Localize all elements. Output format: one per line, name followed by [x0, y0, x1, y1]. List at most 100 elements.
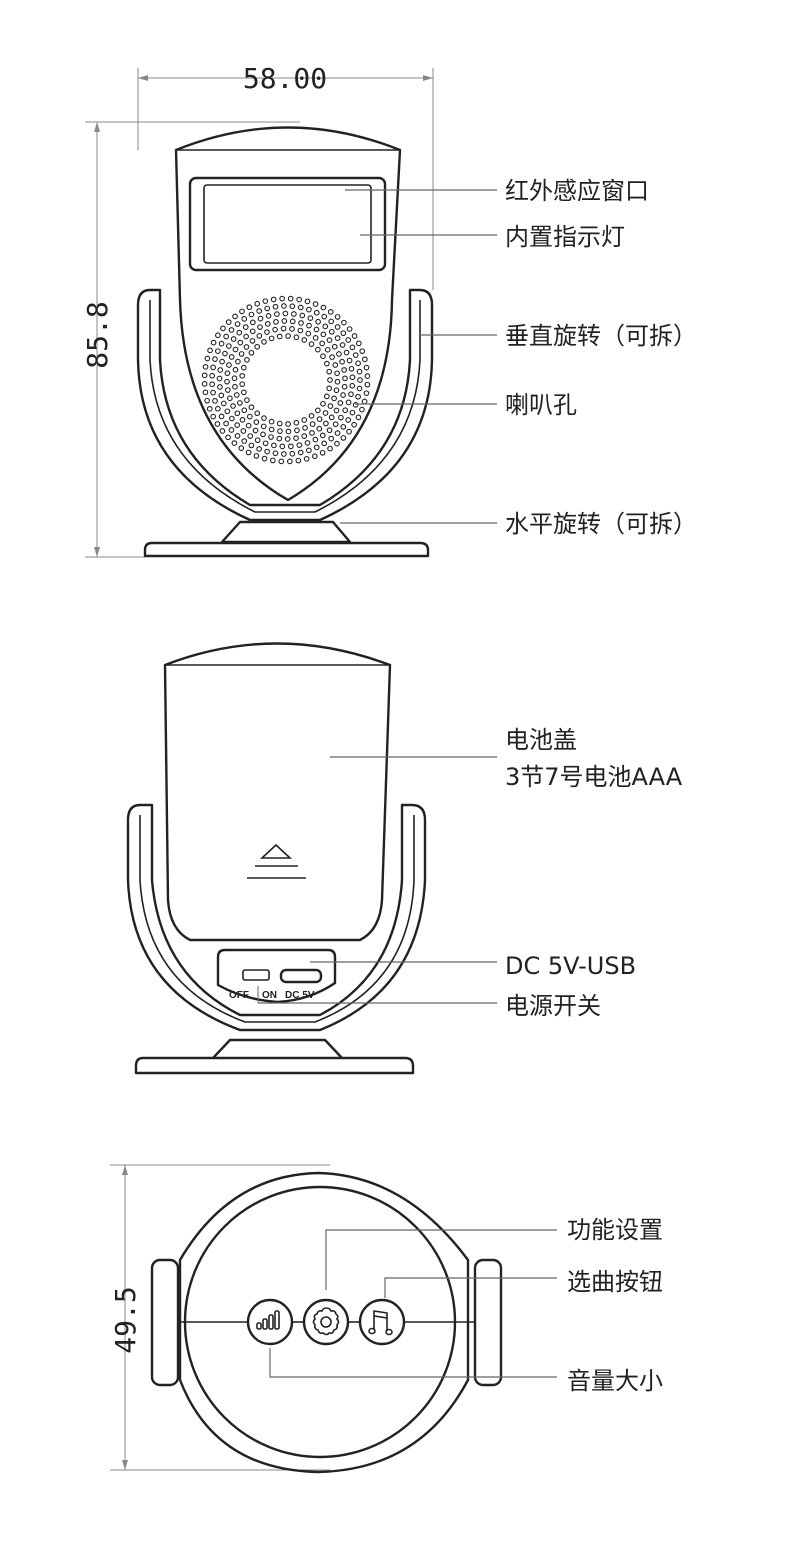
speaker-hole: [235, 358, 241, 365]
speaker-hole: [313, 444, 320, 451]
speaker-hole: [260, 431, 266, 438]
speaker-hole: [279, 295, 286, 302]
speaker-hole: [214, 348, 221, 355]
speaker-hole: [355, 414, 362, 421]
power-switch[interactable]: [242, 969, 270, 981]
speaker-hole: [248, 311, 255, 318]
speaker-hole: [234, 410, 241, 417]
speaker-hole: [261, 415, 267, 421]
speaker-hole: [240, 364, 247, 371]
speaker-hole: [326, 385, 333, 392]
speaker-hole: [218, 413, 225, 420]
speaker-hole: [228, 327, 235, 333]
speaker-hole: [337, 400, 344, 406]
speaker-hole: [227, 395, 233, 402]
back-base: [134, 1038, 415, 1075]
speaker-hole: [218, 340, 225, 347]
speaker-hole: [252, 427, 259, 434]
speaker-hole: [309, 430, 315, 436]
song-select-button[interactable]: [358, 1298, 406, 1346]
speaker-hole: [254, 343, 261, 350]
speaker-hole: [334, 324, 341, 330]
speaker-hole: [340, 330, 347, 337]
speaker-hole: [219, 428, 226, 434]
switch-panel: [216, 948, 337, 1004]
speaker-hole: [256, 308, 263, 314]
speaker-hole: [320, 400, 326, 407]
speaker-hole: [231, 375, 238, 382]
speaker-hole: [321, 313, 328, 320]
label-indicator-light: 内置指示灯: [505, 223, 625, 251]
usb-port: [279, 968, 323, 984]
speaker-hole: [327, 377, 333, 383]
speaker-hole: [328, 435, 335, 442]
speaker-hole: [320, 304, 327, 311]
speaker-hole: [276, 435, 283, 442]
speaker-hole: [262, 298, 269, 305]
speaker-hole: [210, 413, 217, 420]
music-note-icon: [373, 1310, 388, 1331]
speaker-hole: [334, 430, 341, 436]
speaker-hole: [270, 296, 277, 303]
speaker-hole: [323, 393, 330, 400]
speaker-hole: [313, 309, 320, 316]
speaker-hole: [224, 408, 231, 415]
speaker-hole: [228, 415, 235, 422]
speaker-hole: [289, 450, 296, 457]
label-vertical-rotation: 垂直旋转（可拆）: [505, 322, 697, 350]
speaker-hole: [334, 370, 340, 377]
speaker-hole: [245, 422, 252, 429]
speaker-hole: [269, 457, 276, 464]
speaker-hole: [312, 335, 319, 341]
volume-button[interactable]: [246, 1298, 294, 1346]
speaker-hole: [299, 312, 306, 319]
speaker-hole: [334, 378, 341, 385]
speaker-hole: [348, 391, 354, 398]
speaker-hole: [294, 427, 300, 434]
speaker-hole: [230, 336, 237, 342]
speaker-hole: [349, 382, 356, 389]
speaker-hole: [223, 420, 229, 427]
speaker-hole: [332, 362, 339, 368]
speaker-hole: [316, 416, 323, 422]
label-function-settings: 功能设置: [567, 1216, 663, 1244]
speaker-hole: [313, 326, 320, 333]
speaker-hole: [239, 308, 245, 315]
gear-icon: [312, 1307, 340, 1336]
speaker-hole: [339, 342, 346, 348]
speaker-hole: [342, 407, 349, 414]
front-body: [174, 126, 402, 502]
speaker-hole: [234, 321, 241, 327]
speaker-hole: [225, 387, 231, 393]
speaker-hole: [257, 315, 264, 322]
speaker-hole: [272, 450, 279, 457]
speaker-hole: [201, 372, 208, 379]
speaker-hole: [320, 331, 327, 338]
speaker-hole: [239, 417, 246, 423]
speaker-hole: [336, 351, 342, 357]
speaker-hole: [276, 333, 283, 340]
speaker-hole: [363, 364, 370, 371]
function-button[interactable]: [302, 1298, 350, 1346]
speaker-hole: [340, 424, 347, 430]
speaker-hole: [246, 413, 253, 420]
speaker-hole: [248, 442, 255, 449]
depth-dimension: 49.5: [109, 1164, 330, 1471]
speaker-hole: [364, 373, 371, 380]
speaker-hole: [308, 341, 315, 348]
speaker-hole: [268, 434, 274, 440]
speaker-hole: [231, 440, 238, 446]
speaker-hole: [226, 362, 232, 368]
speaker-hole: [254, 300, 261, 307]
speaker-hole: [356, 385, 363, 392]
speaker-hole: [326, 337, 333, 343]
speaker-hole: [331, 343, 338, 350]
speaker-hole: [276, 420, 283, 427]
speaker-hole: [327, 445, 333, 452]
speaker-hole: [314, 346, 321, 353]
width-dimension-label: 58.00: [243, 62, 327, 95]
speaker-hole: [338, 414, 344, 421]
speaker-hole: [279, 443, 286, 450]
speaker-hole: [341, 383, 348, 390]
speaker-hole: [291, 311, 297, 317]
